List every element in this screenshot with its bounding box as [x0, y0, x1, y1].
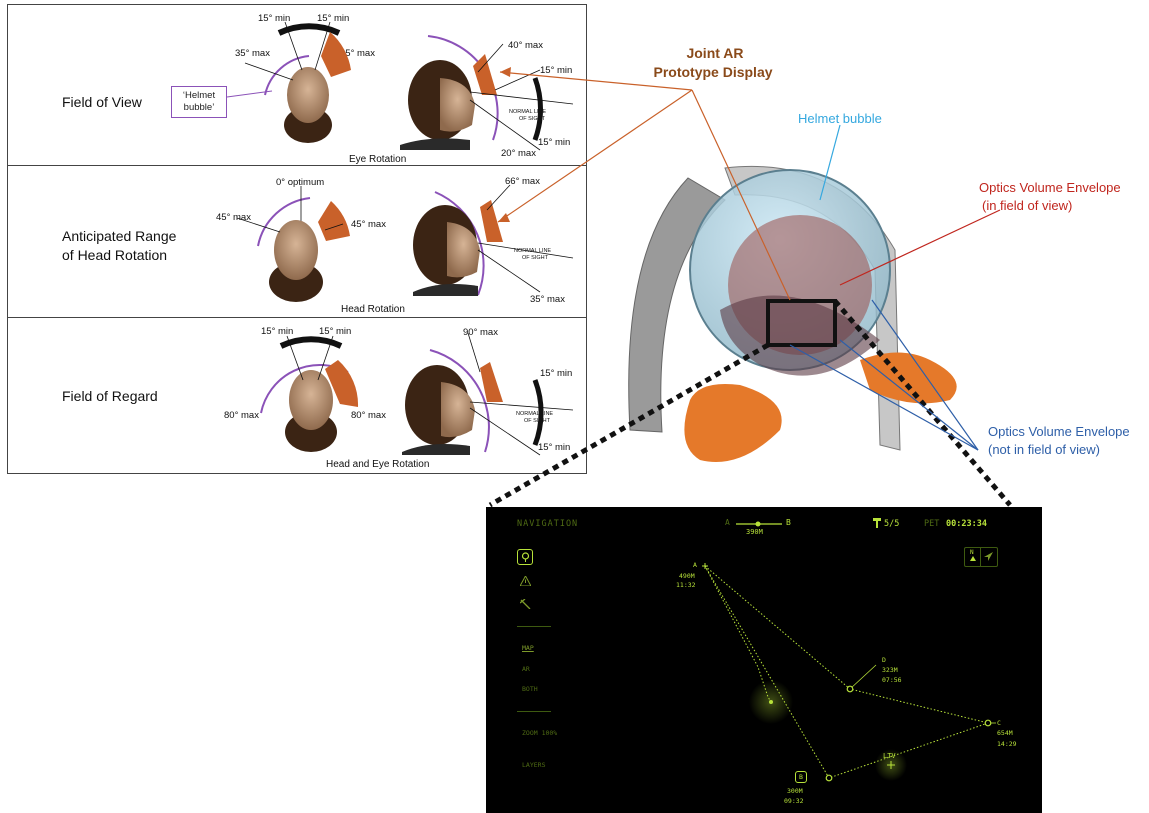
row-title-field-of-regard: Field of Regard: [62, 388, 158, 404]
ann-head-side-down: 35° max: [530, 294, 565, 305]
view-map[interactable]: MAP: [522, 644, 534, 652]
view-ar[interactable]: AR: [522, 665, 530, 673]
route-bar: [736, 521, 782, 527]
ann-normal-line-3: NORMAL LINE: [516, 411, 554, 417]
pin-icon: [521, 552, 530, 562]
ann-reg-top-right: 80° max: [351, 410, 386, 421]
row-title-head-rotation-line2: of Head Rotation: [62, 247, 168, 263]
ann-head-optimum: 0° optimum: [276, 177, 325, 188]
ann-reg-top-min-left: 15° min: [261, 326, 294, 337]
row-title-field-of-view: Field of View: [62, 94, 142, 110]
waypoint-c-id: C: [997, 719, 1001, 727]
callout-line2: bubble’: [183, 102, 215, 113]
ann-fov-top-min-left: 15° min: [258, 13, 291, 24]
hammer-icon[interactable]: [520, 599, 531, 609]
optics-in-line1: Optics Volume Envelope: [979, 180, 1121, 195]
ann-head-top-left: 45° max: [216, 212, 251, 223]
warning-icon[interactable]: [520, 576, 531, 586]
ann-head-top-right: 45° max: [351, 219, 386, 230]
ann-fov-top-min-right: 15° min: [317, 13, 350, 24]
waypoint-b-marker[interactable]: B: [795, 771, 807, 783]
joint-ar-label: Joint AR: [665, 42, 765, 64]
pet-time: 00:23:34: [946, 519, 987, 529]
north-arrow-icon: [970, 556, 976, 561]
joint-ar-line1: Joint AR: [686, 45, 744, 61]
sample-icon: [873, 518, 881, 528]
route-distance: 390M: [746, 528, 763, 536]
sidebar-divider: [517, 711, 551, 712]
ann-reg-top-left: 80° max: [224, 410, 259, 421]
waypoint-a-time: 11:32: [676, 581, 696, 589]
zoom-level[interactable]: ZOOM 100%: [522, 729, 558, 737]
ann-reg-side-up: 90° max: [463, 327, 498, 338]
ann-fov-side-down-min: 15° min: [538, 137, 571, 148]
waypoint-d-id: D: [882, 656, 886, 664]
caption-head-eye-rotation: Head and Eye Rotation: [326, 459, 430, 470]
row-title-head-rotation-line1: Anticipated Range: [62, 228, 177, 244]
route-to: B: [786, 518, 791, 527]
ann-fov-side-up-max: 40° max: [508, 40, 543, 51]
optics-out-line2: (not in field of view): [988, 442, 1100, 457]
waypoint-b-time: 09:32: [784, 797, 804, 805]
waypoint-d-time: 07:56: [882, 676, 902, 684]
head-top-view-eye: [226, 21, 351, 143]
waypoint-b-dist: 300M: [787, 787, 803, 795]
ltv-label: LTV: [883, 752, 896, 760]
samples-count: 5/5: [884, 519, 900, 529]
ann-normal-line: NORMAL LINE: [509, 109, 547, 115]
ann-fov-side-down-max: 20° max: [501, 148, 536, 159]
callout-leaders: [497, 67, 1001, 451]
helmet-render: [488, 165, 1012, 508]
waypoint-c-dist: 654M: [997, 729, 1013, 737]
compass-divider: [980, 548, 981, 566]
ann-fov-top-max-right: 35° max: [340, 48, 375, 59]
waypoint-b-id: B: [799, 773, 803, 781]
optics-in-line2: (in field of view): [982, 198, 1073, 213]
ann-of-sight-2: OF SIGHT: [522, 255, 548, 261]
head-side-view-regard: [402, 332, 574, 456]
row-divider: [8, 317, 586, 318]
ann-of-sight-3: OF SIGHT: [524, 418, 550, 424]
helmet-bubble-label: Helmet bubble: [798, 111, 882, 126]
route-map: [702, 563, 996, 782]
head-side-view-head: [413, 184, 574, 296]
joint-ar-line2: Prototype Display: [653, 64, 773, 80]
layers-button[interactable]: LAYERS: [522, 761, 546, 769]
ann-reg-side-up-min: 15° min: [540, 368, 573, 379]
sidebar-divider: [517, 626, 551, 627]
ann-head-side-up: 66° max: [505, 176, 540, 187]
callout-line1: ‘Helmet: [182, 90, 216, 101]
ltv-marker-icon: [887, 761, 895, 769]
waypoint-a-id: A: [693, 561, 697, 569]
helmet-bubble-callout: ‘Helmet bubble’: [171, 86, 227, 118]
ann-of-sight: OF SIGHT: [519, 116, 545, 122]
hud-title: NAVIGATION: [517, 519, 579, 529]
ann-reg-side-down-min: 15° min: [538, 442, 571, 453]
caption-head-rotation: Head Rotation: [341, 304, 405, 315]
waypoint-c-time: 14:29: [997, 740, 1017, 748]
ar-nav-display: NAVIGATION A B 390M 5/5 PET 00:23:34 N M…: [486, 507, 1042, 813]
pin-icon-button[interactable]: [517, 549, 533, 565]
fov-table: Field of View Anticipated Range of Head …: [7, 4, 587, 474]
head-top-view-regard: [260, 335, 359, 452]
route-from: A: [725, 518, 730, 527]
ann-normal-line-2: NORMAL LINE: [514, 248, 552, 254]
ann-fov-side-up-min: 15° min: [540, 65, 573, 76]
view-both[interactable]: BOTH: [522, 685, 538, 693]
arrow-icon[interactable]: [984, 552, 993, 561]
waypoint-d-dist: 323M: [882, 666, 898, 674]
north-indicator: N: [970, 549, 974, 556]
row-divider: [8, 165, 586, 166]
pet-label: PET: [924, 519, 940, 529]
head-side-view-eye: [400, 35, 574, 151]
compass-widget[interactable]: N: [964, 547, 998, 567]
ann-fov-top-max-left: 35° max: [235, 48, 270, 59]
ann-reg-top-min-right: 15° min: [319, 326, 352, 337]
waypoint-a-dist: 490M: [679, 572, 695, 580]
optics-out-line1: Optics Volume Envelope: [988, 424, 1130, 439]
caption-eye-rotation: Eye Rotation: [349, 154, 407, 165]
head-top-view-head: [236, 186, 350, 302]
